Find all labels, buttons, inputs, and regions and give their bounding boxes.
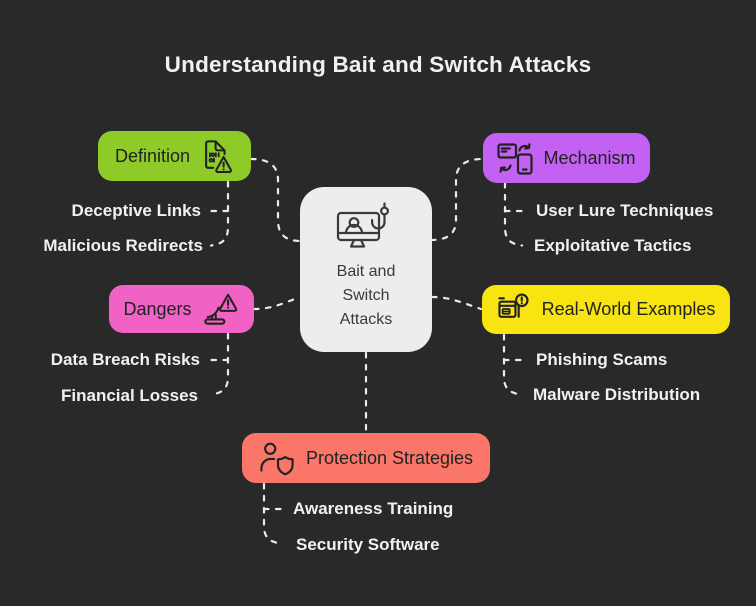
subitem-security-software[interactable]: Security Software [296,535,440,554]
node-real-world-examples[interactable]: Real-World Examples [482,285,730,334]
subitem-data-breach-risks[interactable]: Data Breach Risks [50,350,200,369]
subitem-user-lure-techniques[interactable]: User Lure Techniques [536,201,714,220]
user-shield-icon [260,442,294,475]
connector-definition-center [249,157,303,243]
subitem-exploitative-tactics[interactable]: Exploitative Tactics [534,236,692,255]
subitem-malware-distribution[interactable]: Malware Distribution [533,385,701,404]
connector-dangers-children [209,332,230,396]
subitem-malicious-redirects[interactable]: Malicious Redirects [43,236,203,255]
node-definition[interactable]: Definition [98,131,251,181]
subitem-phishing-scams[interactable]: Phishing Scams [536,350,668,369]
monitor-phishing-hook-icon [336,202,389,248]
node-protection-strategies-label: Protection Strategies [305,447,474,468]
connector-mechanism-children [503,181,524,247]
binary-file-warning-icon [205,139,233,173]
node-dangers-label: Dangers [123,298,192,319]
news-alert-icon [498,293,529,318]
subitem-awareness-training[interactable]: Awareness Training [293,499,454,518]
connector-definition-children [209,180,230,247]
center-node-label: Bait and Switch Attacks [336,263,396,328]
connector-protection-children [262,482,283,545]
center-node-bait-switch-attacks[interactable]: Bait and Switch Attacks [300,187,432,352]
connector-realworld-children [502,333,523,396]
node-mechanism-label: Mechanism [543,147,636,168]
connector-center-mechanism [429,157,485,242]
node-definition-label: Definition [114,145,191,166]
node-real-world-examples-label: Real-World Examples [541,299,716,319]
node-dangers[interactable]: Dangers [109,285,254,333]
connector-center-realworld [430,295,483,311]
connector-dangers-center [252,295,302,311]
node-protection-strategies[interactable]: Protection Strategies [242,433,490,483]
page-title: Understanding Bait and Switch Attacks [164,52,592,77]
subitem-financial-losses[interactable]: Financial Losses [61,386,198,405]
hazard-warning-icon [203,293,237,325]
node-mechanism[interactable]: Mechanism [483,133,650,183]
device-transfer-icon [497,143,534,175]
subitem-deceptive-links[interactable]: Deceptive Links [71,201,201,220]
